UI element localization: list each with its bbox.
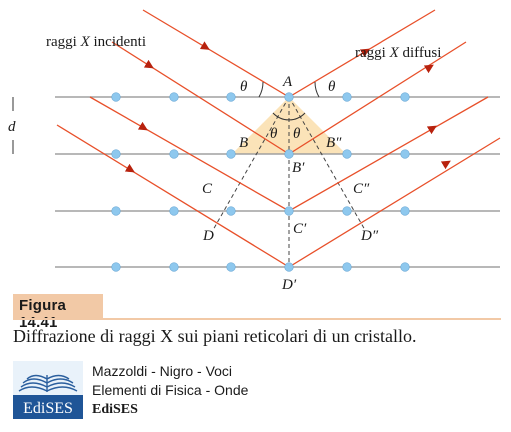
atom xyxy=(400,262,410,272)
point-label-C2: C″ xyxy=(353,181,370,197)
angle-arc-left xyxy=(258,81,264,98)
book-icon xyxy=(18,374,78,392)
atom xyxy=(111,92,121,102)
dashed-line-A-D xyxy=(212,96,290,231)
atom xyxy=(111,206,121,216)
credits-publisher: EdiSES xyxy=(92,402,138,417)
point-label-B: B xyxy=(239,135,248,151)
point-label-D: D xyxy=(202,228,214,244)
point-label-D2: D″ xyxy=(360,228,379,244)
point-label-A: A xyxy=(282,74,293,90)
atom xyxy=(169,149,179,159)
theta-label-inner-left: θ xyxy=(270,126,278,142)
incident-rays-label: raggi X incidenti xyxy=(46,34,146,50)
point-label-B1: B′ xyxy=(292,160,305,176)
figure-caption: Diffrazione di raggi X sui piani reticol… xyxy=(13,326,417,346)
figure-tag: Figura 14.41 xyxy=(13,294,103,331)
credits: Mazzoldi - Nigro - Voci Elementi di Fisi… xyxy=(92,362,248,419)
atom xyxy=(284,206,294,216)
atom xyxy=(169,206,179,216)
edises-logo: EdiSES xyxy=(13,361,83,419)
spacing-label: d xyxy=(8,119,16,135)
atom xyxy=(226,92,236,102)
diffused-rays-label: raggi X diffusi xyxy=(355,45,441,61)
atom xyxy=(284,262,294,272)
atom xyxy=(400,206,410,216)
atom xyxy=(169,262,179,272)
arrow-icon xyxy=(440,160,451,170)
theta-label-right: θ xyxy=(328,79,336,95)
atom xyxy=(342,92,352,102)
atom xyxy=(400,92,410,102)
caption-rule xyxy=(13,318,501,320)
dashed-line-A-D2 xyxy=(288,96,366,231)
atom xyxy=(284,149,294,159)
credits-authors: Mazzoldi - Nigro - Voci xyxy=(92,363,233,379)
atoms xyxy=(111,92,410,272)
atom xyxy=(400,149,410,159)
atom xyxy=(226,206,236,216)
point-label-D1: D′ xyxy=(281,277,297,293)
atom xyxy=(226,149,236,159)
atom xyxy=(111,149,121,159)
atom xyxy=(342,262,352,272)
theta-label-inner-right: θ xyxy=(293,126,301,142)
atom xyxy=(111,262,121,272)
construction-lines xyxy=(212,96,366,267)
angle-arc-right xyxy=(314,81,320,98)
theta-label-left: θ xyxy=(240,79,248,95)
atom xyxy=(169,92,179,102)
lattice-planes xyxy=(55,96,500,268)
atom xyxy=(284,92,294,102)
logo-text: EdiSES xyxy=(23,400,73,417)
credits-title: Elementi di Fisica - Onde xyxy=(92,382,249,398)
angle-arcs xyxy=(258,81,320,121)
angle-arc-inner xyxy=(272,112,306,121)
point-label-C1: C′ xyxy=(293,221,307,237)
point-label-B2: B″ xyxy=(326,135,342,151)
atom xyxy=(342,149,352,159)
atom xyxy=(226,262,236,272)
atom xyxy=(342,206,352,216)
point-label-C: C xyxy=(202,181,213,197)
